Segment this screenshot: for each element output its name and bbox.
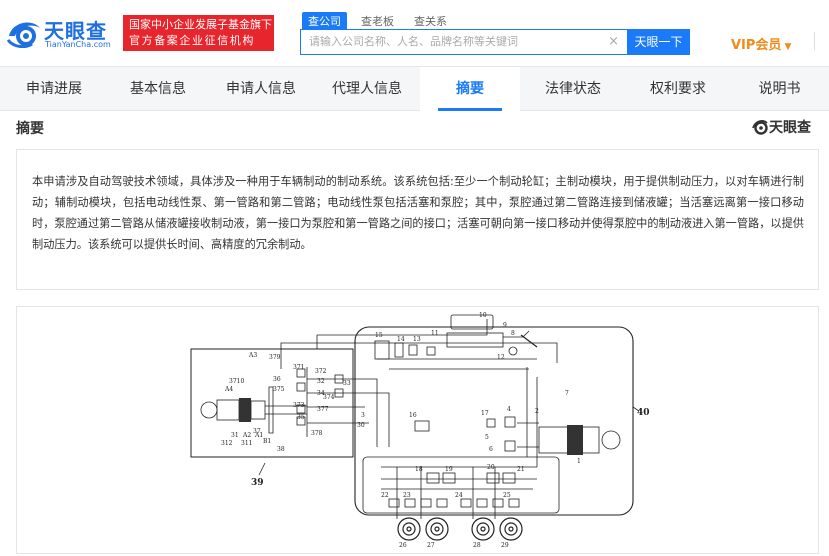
svg-text:371: 371 — [293, 364, 304, 371]
svg-text:378: 378 — [311, 430, 323, 437]
svg-text:B1: B1 — [263, 438, 271, 445]
svg-text:9: 9 — [503, 322, 507, 329]
svg-text:34: 34 — [317, 390, 325, 397]
tab-claims[interactable]: 权利要求 — [650, 81, 706, 97]
svg-text:15: 15 — [375, 332, 383, 339]
svg-text:20: 20 — [487, 464, 495, 471]
svg-text:6: 6 — [489, 446, 493, 453]
watermark-text: 天眼查 — [769, 120, 811, 136]
svg-text:21: 21 — [517, 466, 525, 473]
tab-basic-info[interactable]: 基本信息 — [130, 81, 186, 97]
site-logo[interactable]: 天眼查 TianYanCha.com — [6, 12, 116, 52]
svg-text:27: 27 — [427, 542, 435, 549]
svg-text:38: 38 — [277, 446, 285, 453]
svg-text:7: 7 — [565, 390, 569, 397]
svg-text:26: 26 — [399, 542, 407, 549]
svg-text:11: 11 — [431, 330, 439, 337]
patent-drawing: A3 379 3710 A4 36 375 371 372 32 33 34 3… — [16, 306, 819, 554]
caret-down-icon: ▼ — [784, 42, 792, 52]
svg-text:373: 373 — [293, 402, 305, 409]
svg-text:5: 5 — [485, 434, 489, 441]
svg-text:374: 374 — [323, 394, 335, 401]
svg-text:10: 10 — [479, 312, 487, 319]
svg-text:311: 311 — [241, 440, 252, 447]
svg-text:13: 13 — [413, 336, 421, 343]
svg-text:3: 3 — [361, 412, 365, 419]
svg-text:30: 30 — [357, 422, 365, 429]
header-divider — [814, 32, 815, 50]
svg-text:36: 36 — [273, 376, 281, 383]
svg-text:25: 25 — [503, 492, 511, 499]
vip-member-menu[interactable]: VIP会员▼ — [731, 34, 791, 53]
svg-text:3710: 3710 — [229, 378, 244, 385]
tab-abstract[interactable]: 摘要 — [420, 67, 520, 111]
svg-text:18: 18 — [415, 466, 423, 473]
search-tab-boss[interactable]: 查老板 — [361, 15, 394, 28]
svg-text:2: 2 — [535, 408, 539, 415]
search-button[interactable]: 天眼一下 — [627, 29, 690, 55]
svg-text:32: 32 — [317, 378, 325, 385]
logo-eye-icon — [6, 22, 40, 48]
svg-text:17: 17 — [481, 410, 489, 417]
search-type-tabs: 查公司 查老板 查关系 — [302, 12, 461, 29]
svg-text:8: 8 — [511, 330, 515, 337]
svg-text:40: 40 — [637, 408, 650, 418]
svg-text:375: 375 — [273, 386, 285, 393]
svg-text:A3: A3 — [248, 352, 257, 359]
patent-tab-bar: 申请进展 基本信息 申请人信息 代理人信息 摘要 法律状态 权利要求 说明书 — [0, 66, 829, 111]
banner-line-1: 国家中小企业发展子基金旗下 — [129, 18, 272, 31]
svg-text:16: 16 — [409, 412, 417, 419]
logo-text: 天眼查 — [44, 19, 107, 43]
svg-text:39: 39 — [251, 478, 264, 488]
search-box: × — [300, 29, 627, 55]
section-title: 摘要 — [16, 121, 44, 137]
vip-label: VIP会员 — [731, 38, 782, 53]
svg-text:28: 28 — [473, 542, 481, 549]
svg-text:37: 37 — [253, 428, 261, 435]
svg-text:A1: A1 — [254, 432, 263, 439]
svg-text:35: 35 — [297, 414, 305, 421]
tab-application-progress[interactable]: 申请进展 — [26, 81, 82, 97]
svg-text:14: 14 — [397, 336, 405, 343]
svg-text:A2: A2 — [242, 432, 251, 439]
svg-text:12: 12 — [497, 354, 505, 361]
svg-text:A4: A4 — [224, 386, 233, 393]
svg-text:377: 377 — [317, 406, 329, 413]
svg-text:379: 379 — [269, 354, 281, 361]
search-tab-company[interactable]: 查公司 — [302, 12, 347, 29]
svg-text:31: 31 — [231, 432, 239, 439]
svg-text:1: 1 — [577, 458, 581, 465]
abstract-text: 本申请涉及自动驾驶技术领域，具体涉及一种用于车辆制动的制动系统。该系统包括:至少… — [16, 149, 819, 290]
svg-text:372: 372 — [315, 368, 327, 375]
logo-domain: TianYanCha.com — [45, 40, 111, 49]
svg-text:33: 33 — [343, 380, 351, 387]
svg-text:29: 29 — [501, 542, 509, 549]
svg-text:22: 22 — [381, 492, 389, 499]
search-input[interactable] — [309, 35, 599, 48]
official-banner: 国家中小企业发展子基金旗下 官方备案企业征信机构 — [123, 15, 274, 51]
tab-applicant-info[interactable]: 申请人信息 — [226, 81, 296, 97]
svg-text:24: 24 — [455, 492, 463, 499]
svg-text:19: 19 — [445, 466, 453, 473]
tab-legal-status[interactable]: 法律状态 — [545, 81, 601, 97]
logo-eye-icon — [752, 120, 768, 135]
banner-line-2: 官方备案企业征信机构 — [129, 34, 255, 47]
top-header: 天眼查 TianYanCha.com 国家中小企业发展子基金旗下 官方备案企业征… — [0, 0, 829, 66]
svg-text:4: 4 — [507, 406, 511, 413]
svg-text:312: 312 — [221, 440, 233, 447]
search-tab-relation[interactable]: 查关系 — [414, 15, 447, 28]
brake-system-diagram: A3 379 3710 A4 36 375 371 372 32 33 34 3… — [190, 312, 650, 549]
clear-icon[interactable]: × — [608, 34, 619, 49]
tab-description[interactable]: 说明书 — [758, 81, 801, 97]
tab-agent-info[interactable]: 代理人信息 — [332, 81, 402, 97]
svg-text:23: 23 — [403, 492, 411, 499]
